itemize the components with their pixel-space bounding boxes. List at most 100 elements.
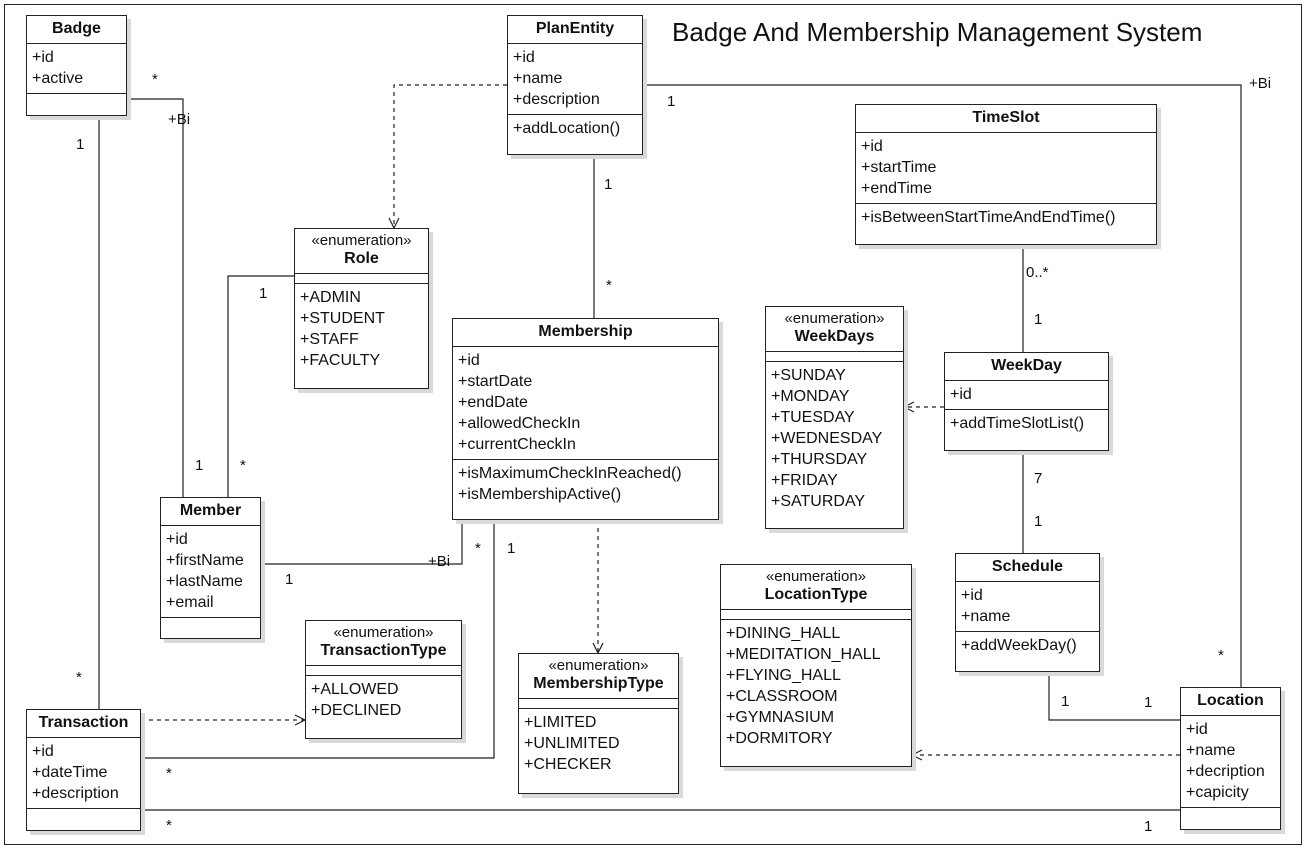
attribute: +id — [166, 531, 188, 548]
class-header: «enumeration» MembershipType — [519, 654, 678, 699]
attribute: +endTime — [861, 180, 932, 197]
operations-section — [1181, 808, 1280, 817]
attributes-section — [721, 610, 911, 620]
role-label: +Bi — [428, 553, 451, 570]
multiplicity-label: 1 — [285, 571, 294, 588]
class-header: Location — [1181, 688, 1280, 716]
class-header: Membership — [453, 319, 718, 347]
operations-section — [161, 618, 260, 627]
attributes-section: +id +startTime +endTime — [856, 133, 1156, 204]
role-label: +Bi — [1249, 75, 1272, 92]
attribute: +description — [513, 91, 600, 108]
attributes-section — [295, 274, 428, 284]
class-member[interactable]: Member +id +firstName +lastName +email — [160, 497, 261, 639]
enum-literal: +MEDITATION_HALL — [726, 646, 881, 663]
enum-literal: +DECLINED — [311, 702, 402, 719]
multiplicity-label: 1 — [1144, 818, 1153, 835]
multiplicity-label: * — [606, 277, 612, 294]
attributes-section — [306, 666, 461, 676]
literals-section: +ADMIN +STUDENT +STAFF +FACULTY — [295, 284, 428, 375]
class-transaction[interactable]: Transaction +id +dateTime +description — [26, 709, 141, 831]
class-header: Transaction — [27, 710, 140, 738]
class-name: TransactionType — [320, 642, 447, 659]
operation: +addLocation() — [513, 120, 621, 137]
class-header: «enumeration» WeekDays — [766, 307, 903, 352]
operations-section: +addLocation() — [508, 115, 642, 143]
edge-role-member — [227, 275, 294, 497]
multiplicity-label: * — [240, 457, 246, 474]
class-name: WeekDay — [991, 357, 1062, 374]
edge-badge-member — [127, 98, 184, 497]
multiplicity-label: 1 — [76, 136, 85, 153]
operation: +addWeekDay() — [961, 637, 1077, 654]
literals-section: +SUNDAY +MONDAY +TUESDAY +WEDNESDAY +THU… — [766, 362, 903, 516]
enum-literal: +FLYING_HALL — [726, 667, 841, 684]
class-header: TimeSlot — [856, 105, 1156, 133]
class-timeslot[interactable]: TimeSlot +id +startTime +endTime +isBetw… — [855, 104, 1157, 245]
class-location[interactable]: Location +id +name +decription +capicity — [1180, 687, 1281, 830]
attributes-section: +id +name +description — [508, 44, 642, 115]
class-name: Transaction — [38, 714, 129, 731]
class-header: PlanEntity — [508, 16, 642, 44]
class-planentity[interactable]: PlanEntity +id +name +description +addLo… — [507, 15, 643, 155]
enum-literal: +STAFF — [300, 331, 359, 348]
attribute: +firstName — [166, 552, 244, 569]
multiplicity-label: 1 — [1144, 694, 1153, 711]
attribute: +decription — [1186, 763, 1265, 780]
enum-literal: +FRIDAY — [771, 472, 838, 489]
enum-role[interactable]: «enumeration» Role +ADMIN +STUDENT +STAF… — [294, 228, 429, 389]
class-membership[interactable]: Membership +id +startDate +endDate +allo… — [452, 318, 719, 520]
attributes-section: +id +dateTime +description — [27, 738, 140, 809]
attributes-section — [766, 352, 903, 362]
attribute: +capicity — [1186, 784, 1249, 801]
enum-weekdays[interactable]: «enumeration» WeekDays +SUNDAY +MONDAY +… — [765, 306, 904, 529]
class-name: TimeSlot — [972, 109, 1040, 126]
attribute: +endDate — [458, 394, 528, 411]
enum-locationtype[interactable]: «enumeration» LocationType +DINING_HALL … — [720, 564, 912, 767]
edge-schedule-location — [1048, 672, 1180, 721]
multiplicity-label: * — [152, 71, 158, 88]
class-badge[interactable]: Badge +id +active — [26, 15, 127, 116]
class-name: WeekDays — [794, 328, 875, 345]
multiplicity-label: 1 — [1061, 693, 1070, 710]
class-schedule[interactable]: Schedule +id +name +addWeekDay() — [955, 553, 1100, 672]
edge-planentity-location — [643, 84, 1242, 687]
class-header: «enumeration» LocationType — [721, 565, 911, 610]
enum-literal: +SUNDAY — [771, 367, 846, 384]
attributes-section: +id +active — [27, 44, 126, 94]
multiplicity-label: 7 — [1034, 470, 1043, 487]
class-weekday[interactable]: WeekDay +id +addTimeSlotList() — [944, 352, 1109, 451]
attribute: +email — [166, 594, 214, 611]
multiplicity-label: 1 — [604, 176, 613, 193]
attribute: +id — [32, 743, 54, 760]
attribute: +currentCheckIn — [458, 436, 576, 453]
attributes-section: +id +startDate +endDate +allowedCheckIn … — [453, 347, 718, 460]
class-name: Badge — [52, 20, 101, 37]
enum-literal: +WEDNESDAY — [771, 430, 883, 447]
dep-planentity-role — [394, 84, 507, 228]
literals-section: +DINING_HALL +MEDITATION_HALL +FLYING_HA… — [721, 620, 911, 753]
multiplicity-label: * — [1218, 647, 1224, 664]
attribute: +id — [961, 587, 983, 604]
multiplicity-label: 1 — [667, 93, 676, 110]
stereotype: «enumeration» — [333, 624, 434, 641]
class-name: Member — [179, 502, 242, 519]
operations-section: +addTimeSlotList() — [945, 410, 1108, 438]
enum-literal: +MONDAY — [771, 388, 850, 405]
multiplicity-label: * — [166, 817, 172, 834]
multiplicity-label: 1 — [1034, 513, 1043, 530]
diagram-frame — [4, 4, 1302, 845]
enum-literal: +CHECKER — [524, 756, 612, 773]
literals-section: +LIMITED +UNLIMITED +CHECKER — [519, 709, 678, 779]
attributes-section: +id +firstName +lastName +email — [161, 526, 260, 618]
operations-section: +addWeekDay() — [956, 632, 1099, 660]
attribute: +startDate — [458, 373, 533, 390]
enum-membershiptype[interactable]: «enumeration» MembershipType +LIMITED +U… — [518, 653, 679, 794]
enum-literal: +CLASSROOM — [726, 688, 838, 705]
enum-literal: +LIMITED — [524, 714, 597, 731]
stereotype: «enumeration» — [765, 568, 867, 585]
enum-literal: +TUESDAY — [771, 409, 855, 426]
diagram-title: Badge And Membership Management System — [672, 17, 1203, 47]
enum-transactiontype[interactable]: «enumeration» TransactionType +ALLOWED +… — [305, 620, 462, 739]
